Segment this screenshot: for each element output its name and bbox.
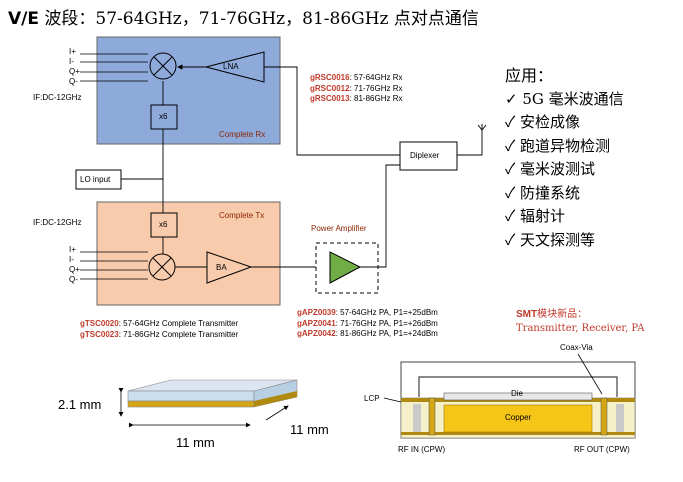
applications-heading: 应用： [505, 66, 554, 85]
list-item: gAPZ0039: 57-64GHz PA, P1=+25dBm [297, 308, 438, 317]
applications-list: 应用： ✓ 5G 毫米波通信 ✓ 安检成像 ✓ 跑道异物检测 ✓ 毫米波测试 ✓… [505, 64, 624, 252]
package-3d-icon [127, 379, 298, 408]
rx-mixer-icon [149, 52, 177, 80]
tx-port-i-minus: I- [69, 255, 74, 264]
list-item: ✓ 防撞系统 [505, 183, 581, 202]
copper-label: Copper [505, 413, 532, 422]
lo-input-box [75, 169, 122, 190]
tx-port-q-plus: Q+ [69, 265, 80, 274]
cross-section-diagram [383, 353, 636, 439]
tx-part-list: gTSC0020: 57-64GHz Complete Transmitter … [80, 319, 238, 340]
list-item: ✓ 天文探测等 [505, 230, 596, 249]
list-item: ✓ 毫米波测试 [505, 160, 596, 178]
title-middle: 波段： [38, 9, 96, 29]
check-icon: ✓ [505, 230, 516, 249]
title-suffix: 点对点通信 [388, 9, 479, 29]
check-icon: ✓ [505, 136, 516, 155]
lna-label: LNA [223, 62, 239, 71]
title-bands: 57-64GHz，71-76GHz，81-86GHz [95, 9, 389, 29]
smt-new-products: SMT模块新品： Transmitter, Receiver, PA [516, 308, 644, 336]
lcp-label: LCP [364, 394, 380, 403]
list-item: gRSC0013: 81-86GHz Rx [310, 94, 403, 103]
coax-via-label: Coax-Via [560, 343, 593, 352]
check-icon: ✓ [505, 113, 516, 131]
ba-label: BA [216, 263, 227, 272]
antenna-icon [457, 124, 487, 156]
tx-port-q-minus: Q- [69, 275, 78, 284]
list-item: gRSC0012: 71-76GHz Rx [310, 83, 403, 93]
tx-port-i-plus: I+ [69, 245, 76, 254]
check-icon: ✓ [505, 160, 516, 178]
smt-product-types: Transmitter, Receiver, PA [516, 323, 645, 334]
rf-in-label: RF IN (CPW) [398, 445, 446, 454]
die-element [443, 392, 593, 401]
list-item: ✓ 5G 毫米波通信 [505, 89, 624, 108]
list-item: ✓ 跑道异物检测 [505, 136, 611, 155]
rx-block-label: Complete Rx [219, 130, 266, 139]
list-item: gTSC0023: 71-86GHz Complete Transmitter [80, 329, 239, 339]
rf-out-label: RF OUT (CPW) [574, 445, 630, 454]
copper-element [443, 404, 593, 433]
pa-amplifier-icon [329, 251, 362, 284]
rx-multiplier-label: x6 [159, 112, 168, 121]
tx-block [96, 201, 281, 306]
check-icon: ✓ [505, 207, 516, 225]
die-label: Die [511, 389, 524, 398]
tx-multiplier-label: x6 [159, 220, 168, 229]
rx-multiplier-box [150, 104, 178, 130]
rx-if-label: IF:DC-12GHz [33, 93, 82, 102]
tx-block-label: Complete Tx [219, 211, 265, 220]
rx-port-i-plus: I+ [69, 47, 76, 56]
smt-new-label: 模块新品： [537, 309, 588, 320]
lo-input-label: LO input [80, 175, 111, 184]
title-prefix: V/E [8, 9, 39, 29]
package-height-label: 2.1 mm [58, 397, 102, 412]
tx-multiplier-box [150, 212, 178, 238]
smt-label: SMT [516, 309, 538, 320]
rx-port-q-plus: Q+ [69, 67, 80, 76]
rx-port-q-minus: Q- [69, 77, 78, 86]
check-icon: ✓ [505, 183, 516, 202]
rx-port-i-minus: I- [69, 57, 74, 66]
diplexer-box [399, 141, 458, 171]
tx-mixer-icon [148, 253, 176, 281]
page-title: V/E 波段：57-64GHz，71-76GHz，81-86GHz 点对点通信 [8, 4, 479, 29]
list-item: gAPZ0042: 81-86GHz PA, P1=+24dBm [297, 329, 438, 338]
ba-amplifier-icon [206, 251, 253, 284]
package-depth-label: 11 mm [290, 422, 329, 437]
rx-block [96, 36, 281, 145]
list-item: gRSC0016: 57-64GHz Rx [310, 73, 403, 82]
tx-if-label: IF:DC-12GHz [33, 218, 82, 227]
list-item: gTSC0020: 57-64GHz Complete Transmitter [80, 319, 239, 328]
list-item: ✓ 辐射计 [505, 207, 566, 225]
list-item: ✓ 安检成像 [505, 113, 581, 131]
check-icon: ✓ [505, 89, 518, 108]
rx-part-list: gRSC0016: 57-64GHz Rx gRSC0012: 71-76GHz… [310, 73, 402, 105]
diplexer-label: Diplexer [410, 151, 440, 160]
list-item: gAPZ0041: 71-76GHz PA, P1=+26dBm [297, 318, 438, 328]
pa-part-list: gAPZ0039: 57-64GHz PA, P1=+25dBm gAPZ004… [297, 308, 438, 340]
package-width-label: 11 mm [176, 435, 215, 450]
power-amplifier-label: Power Amplifier [311, 224, 367, 233]
